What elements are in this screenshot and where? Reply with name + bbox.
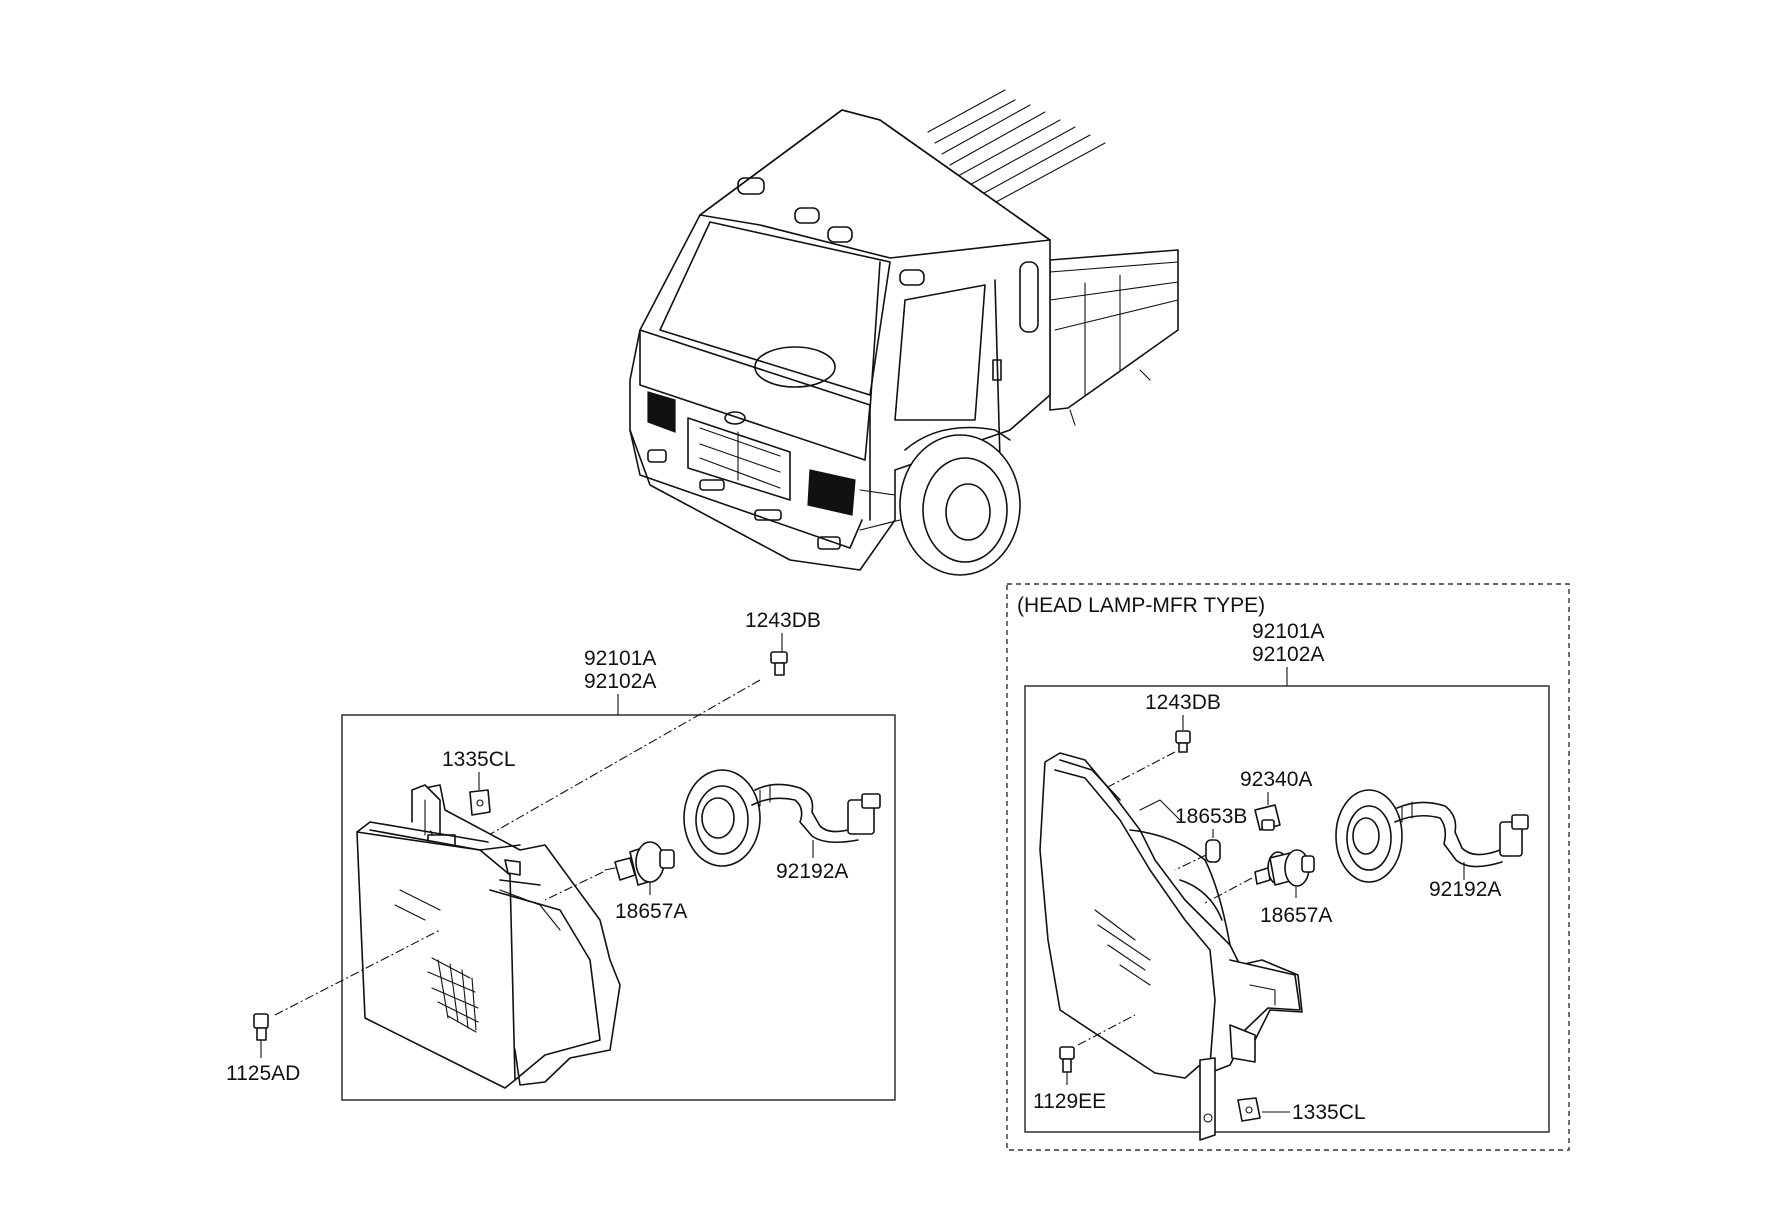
right-callout-1129ee: 1129EE: [1033, 1090, 1106, 1113]
right-callout-1335cl: 1335CL: [1292, 1101, 1366, 1124]
left-callout-1125ad: 1125AD: [226, 1062, 300, 1085]
right-wedge-bulb-icon: [1205, 839, 1221, 863]
right-assembly-dashed-frame: [1006, 583, 1570, 1151]
left-socket-harness-icon: [683, 769, 881, 867]
right-assembly-caption: (HEAD LAMP-MFR TYPE): [1017, 594, 1265, 617]
cargo-rails: [927, 89, 1106, 209]
left-headlamp-unit: [356, 784, 621, 1089]
left-parent-part-1: 92101A: [584, 647, 656, 670]
right-assembly-frame: [1024, 685, 1550, 1133]
truck-cab: [629, 109, 1051, 571]
left-bottom-bolt-icon: [253, 1013, 269, 1041]
right-headlamp-unit: [1039, 752, 1303, 1141]
right-halogen-bulb-icon: [1254, 849, 1315, 887]
left-callout-1243db: 1243DB: [745, 609, 821, 632]
cargo-bed: [1049, 249, 1179, 426]
right-bottom-bolt-icon: [1059, 1046, 1075, 1073]
right-top-bolt-icon: [1175, 730, 1191, 753]
truck-illustration: [629, 89, 1179, 576]
right-callout-18653b: 18653B: [1175, 805, 1247, 828]
left-callout-1335cl: 1335CL: [442, 748, 516, 771]
right-socket-harness-icon: [1335, 789, 1529, 883]
right-parent-part-1: 92101A: [1252, 620, 1324, 643]
left-callout-18657a: 18657A: [615, 900, 687, 923]
right-position-socket-icon: [1254, 804, 1281, 831]
right-headlamp-highlight: [807, 469, 856, 516]
left-callout-92192a: 92192A: [776, 860, 848, 883]
right-assembly: (HEAD LAMP-MFR TYPE) 92101A 92102A 1243D…: [1006, 583, 1570, 1151]
left-retainer-clip-icon: [469, 789, 491, 816]
left-parent-part-2: 92102A: [584, 670, 656, 693]
right-callout-18657a: 18657A: [1260, 904, 1332, 927]
left-top-bolt-icon: [770, 651, 788, 676]
right-retainer-clip-icon: [1237, 1097, 1261, 1122]
front-wheel: [899, 426, 1021, 576]
left-halogen-bulb-icon: [604, 841, 675, 886]
right-callout-92192a: 92192A: [1429, 878, 1501, 901]
left-headlamp-highlight: [647, 391, 676, 433]
right-parent-part-2: 92102A: [1252, 643, 1324, 666]
right-callout-92340a: 92340A: [1240, 768, 1312, 791]
right-callout-1243db: 1243DB: [1145, 691, 1221, 714]
left-assembly: 92101A 92102A 1243DB 1335CL: [226, 609, 896, 1101]
